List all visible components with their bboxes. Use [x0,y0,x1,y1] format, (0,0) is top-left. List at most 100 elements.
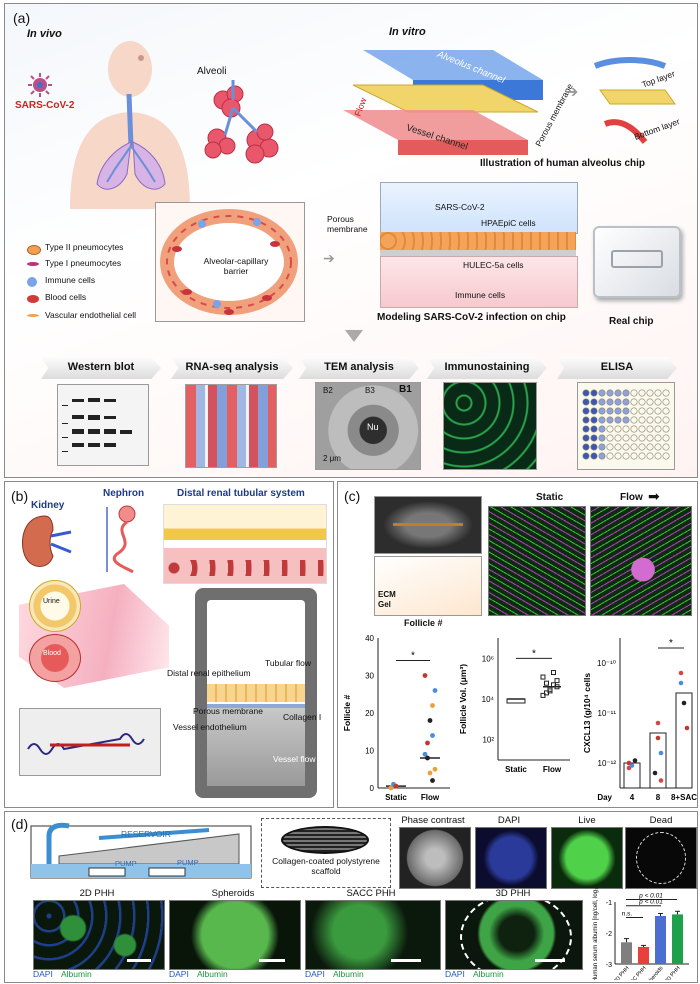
tick-label: 0 [370,784,375,793]
elisa-well [590,407,598,415]
vessel-flow-label: Vessel flow [273,754,316,764]
modeling-title: Modeling SARS-CoV-2 infection on chip [377,312,566,323]
stain-dapi-label: DAPI [169,969,189,979]
type1-pneumocyte-icon [27,262,39,266]
elisa-well [614,434,622,442]
data-point [547,688,553,694]
real-chip-channel [611,250,663,268]
elisa-well [654,425,662,433]
elisa-well [630,416,638,424]
elisa-well [654,452,662,460]
elisa-well [606,407,614,415]
flow-confocal-image [590,506,692,616]
data-point [684,725,690,731]
alveoli-cluster-illustration [204,80,279,164]
data-point [655,720,661,726]
panel-label: (d) [11,816,29,832]
data-point [554,678,560,684]
barrier-label: Alveolar-capillary barrier [203,256,269,276]
elisa-well [614,416,622,424]
image-title: Live [578,815,596,826]
elisa-well [598,434,606,442]
elisa-well [638,398,646,406]
tick-label: 2D PHH [613,965,631,980]
legend-item: Immune cells [45,275,96,285]
stain-albumin-label: Albumin [61,969,92,979]
tick-label: 10⁻¹¹ [598,709,617,718]
chip-immune-label: Immune cells [455,290,506,300]
elisa-well [654,416,662,424]
porous-membrane-label: Porous membrane [193,706,263,716]
elisa-well [654,434,662,442]
elisa-well [630,452,638,460]
kidney-chip-photo [19,708,161,776]
elisa-well [582,398,590,406]
data-point [681,700,687,706]
gel-label: Gel [378,600,391,609]
tem-scale-label: 2 μm [323,454,341,463]
elisa-well [654,389,662,397]
3d-phh-image [445,900,583,970]
tem-b2-label: B2 [323,386,333,395]
elisa-well [582,389,590,397]
elisa-well [662,452,670,460]
elisa-well [646,443,654,451]
axis-label: Human serum albumin [ng/cell, log₁₀] [593,888,599,980]
elisa-well [638,434,646,442]
reservoir-schematic [30,822,252,879]
bar [672,914,683,964]
data-point [658,750,664,756]
elisa-well [622,452,630,460]
elisa-well [638,452,646,460]
elisa-well [582,443,590,451]
data-point [540,674,546,680]
data-point [632,758,638,763]
scale-bar [535,959,565,962]
elisa-well [622,398,630,406]
tick-label: 10 [365,747,374,756]
ecm-gel-diagram [374,556,482,616]
image-title: Spheroids [211,888,255,899]
elisa-well [614,407,622,415]
tick-label: -2 [606,931,612,938]
elisa-well [662,407,670,415]
elisa-well [646,425,654,433]
elisa-well [598,398,606,406]
elisa-well [598,452,606,460]
data-point [551,670,556,676]
elisa-well [614,443,622,451]
tem-b1-label: B1 [399,384,412,395]
elisa-well [662,389,670,397]
data-point [544,680,549,686]
significance-mark: * [411,651,415,662]
bar [638,946,649,964]
tick-label: 40 [365,634,374,643]
elisa-well [598,443,606,451]
elisa-well [654,407,662,415]
annotation: p < 0.01 [638,893,663,900]
elisa-well [590,443,598,451]
in-vivo-label: In vivo [27,28,62,40]
elisa-well [662,434,670,442]
data-point [540,692,546,698]
right-arrow-icon: ➔ [323,250,335,266]
tick-label: Static [385,793,407,802]
tick-label: Static [505,765,527,774]
elisa-well [630,398,638,406]
bar [649,732,667,789]
elisa-well [646,398,654,406]
follicle-hash-label: Follicle # [404,618,443,628]
axis-label: Day [597,793,612,802]
follicle-chip-photo [374,496,482,554]
elisa-well [630,434,638,442]
kidney-label: Kidney [31,500,65,511]
elisa-well [582,452,590,460]
alveoli-label: Alveoli [197,66,227,77]
tick-label: 10² [482,736,494,745]
tem-nu-label: Nu [367,422,379,432]
data-point [658,778,664,783]
elisa-well [590,389,598,397]
reservoir-label: RESERVOIR [121,829,171,839]
elisa-well [582,425,590,433]
